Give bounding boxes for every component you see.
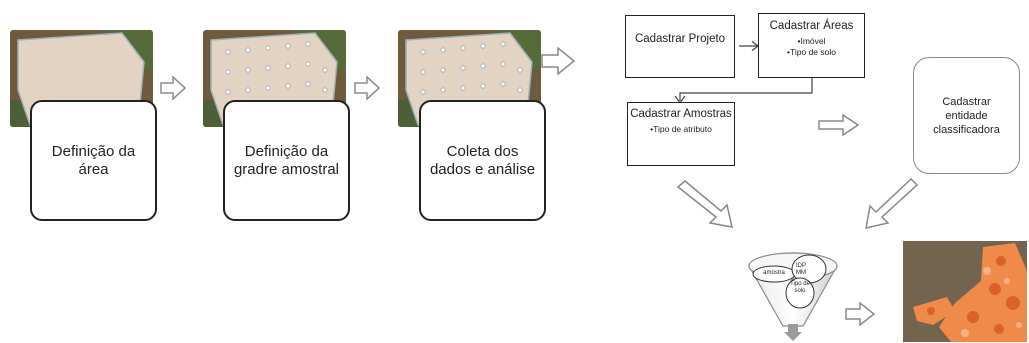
list-item: Tipo de atributo xyxy=(628,124,734,135)
box-cadastrar-amostras: Cadastrar Amostras Tipo de atributo xyxy=(627,102,735,166)
funnel-icon xyxy=(748,252,838,341)
areas-list: Imóvel Tipo de solo xyxy=(759,36,864,58)
funnel-label-amostra: amostra xyxy=(763,270,785,276)
list-item: Imóvel xyxy=(759,36,864,47)
right-arrow-icon xyxy=(739,40,760,52)
step-label: Definição da área xyxy=(51,142,136,178)
step-definicao-area: Definição da área xyxy=(30,100,157,221)
result-map-image xyxy=(903,241,1027,342)
amostras-list: Tipo de atributo xyxy=(628,124,734,135)
down-left-arrow-icon xyxy=(865,177,918,229)
right-arrow-icon xyxy=(818,114,860,136)
box-cadastrar-projeto: Cadastrar Projeto xyxy=(625,15,735,78)
funnel-label-idp-mm: IDP MM xyxy=(795,263,806,276)
right-arrow-icon xyxy=(160,76,186,100)
step-definicao-grade: Definição da gradre amostral xyxy=(223,100,350,221)
box-title: Cadastrar Amostras xyxy=(630,108,732,120)
right-arrow-icon xyxy=(845,302,875,326)
box-label: Cadastrar entidade classificadora xyxy=(933,95,1000,136)
right-arrow-icon xyxy=(541,47,575,75)
right-arrow-icon xyxy=(354,76,380,100)
funnel-label-tipo-solo: Tipo de solo xyxy=(790,281,810,294)
step-label: Coleta dos dados e análise xyxy=(429,142,536,178)
box-cadastrar-areas: Cadastrar Áreas Imóvel Tipo de solo xyxy=(758,13,865,78)
step-label: Definição da gradre amostral xyxy=(233,142,340,178)
box-title: Cadastrar Áreas xyxy=(769,20,854,32)
list-item: Tipo de solo xyxy=(759,47,864,58)
box-label: Cadastrar Projeto xyxy=(634,33,726,45)
down-right-arrow-icon xyxy=(676,180,733,228)
step-coleta-analise: Coleta dos dados e análise xyxy=(419,100,546,221)
connector-line xyxy=(674,78,813,105)
box-cadastrar-entidade: Cadastrar entidade classificadora xyxy=(913,57,1020,174)
